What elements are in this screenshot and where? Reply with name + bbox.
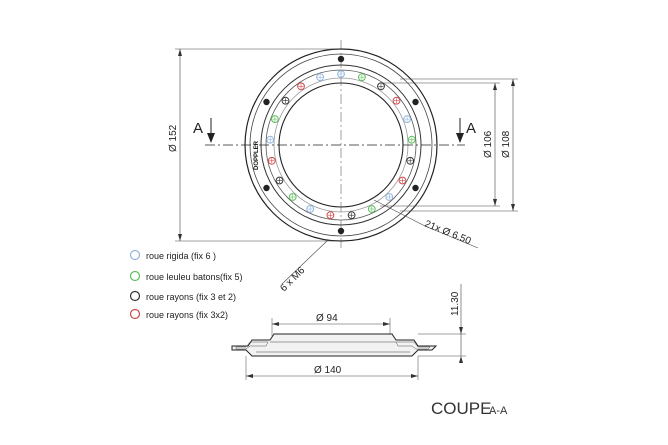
bolt-hole bbox=[406, 156, 415, 165]
dim-140-arrow-right bbox=[411, 374, 418, 378]
dim-106-arrow-bottom bbox=[493, 199, 497, 206]
bolt-hole bbox=[288, 193, 297, 201]
legend-label-rayons-3-2: roue rayons (fix 3 et 2) bbox=[146, 292, 236, 302]
bolt-holes bbox=[266, 70, 416, 220]
bolt-hole bbox=[347, 211, 356, 220]
bolt-hole bbox=[271, 115, 279, 123]
bolt-hole bbox=[337, 70, 345, 78]
bolt-hole bbox=[385, 193, 394, 201]
bolt-hole bbox=[267, 156, 276, 165]
section-hatch-left bbox=[235, 341, 269, 350]
bolt-hole bbox=[326, 211, 335, 220]
dim-106-label: Ø 106 bbox=[483, 130, 494, 158]
section-title-sub: A-A bbox=[489, 405, 508, 417]
holes-leader-end bbox=[424, 225, 479, 249]
bolt-hole bbox=[316, 73, 325, 82]
holes-label: 21x Ø 6.50 bbox=[423, 219, 473, 248]
dim-152-arrow-bottom bbox=[178, 234, 182, 241]
legend-label-rigida: roue rigida (fix 6 ) bbox=[146, 251, 216, 261]
section-hatch-right bbox=[395, 341, 431, 350]
m6-hole bbox=[337, 55, 345, 63]
legend-label-batons: roue leuleu batons(fix 5) bbox=[146, 272, 243, 282]
section-profile bbox=[231, 333, 438, 357]
section-arrowhead-left bbox=[207, 133, 215, 143]
bolt-hole bbox=[281, 96, 290, 105]
thread-leader bbox=[281, 239, 329, 285]
dim-108-label: Ø 108 bbox=[501, 130, 512, 158]
m6-holes bbox=[263, 55, 419, 235]
bolt-hole bbox=[403, 115, 412, 123]
dim-152-arrow-top bbox=[178, 49, 182, 56]
m6-hole bbox=[263, 184, 270, 192]
bolt-hole bbox=[358, 73, 366, 82]
brand-logo: DOPPLER bbox=[254, 140, 260, 170]
section-view: Ø 94 Ø 140 11.30 bbox=[231, 284, 466, 380]
section-letter-left: A bbox=[193, 120, 203, 137]
thread-label: 6 x M6 bbox=[278, 265, 307, 294]
plan-view: A A DOPPLER Ø 152 Ø 106 Ø 108 21x Ø 6.50 bbox=[168, 40, 518, 294]
m6-hole bbox=[412, 98, 419, 106]
holes-leader bbox=[373, 199, 426, 227]
dim-height-arrow-top bbox=[459, 327, 463, 334]
bolt-hole bbox=[275, 176, 284, 185]
bolt-hole bbox=[266, 135, 275, 144]
dim-140-arrow-left bbox=[246, 374, 253, 378]
bolt-hole bbox=[392, 96, 401, 105]
m6-hole bbox=[337, 227, 345, 235]
section-arrowhead-right bbox=[456, 133, 464, 143]
legend-marker-rayons-3x2 bbox=[129, 308, 141, 320]
dim-94-arrow-left bbox=[272, 322, 279, 326]
dim-94-arrow-right bbox=[383, 322, 390, 326]
m6-hole bbox=[263, 98, 270, 106]
dim-height-arrow-bottom bbox=[459, 356, 463, 363]
legend: roue rigida (fix 6 ) roue leuleu batons(… bbox=[129, 249, 243, 320]
bolt-hole bbox=[306, 205, 315, 213]
dim-106-arrow-top bbox=[493, 83, 497, 90]
legend-marker-batons bbox=[129, 270, 141, 282]
bolt-hole bbox=[398, 176, 407, 185]
dim-152-label: Ø 152 bbox=[168, 124, 179, 152]
bolt-hole bbox=[297, 82, 305, 91]
dim-94-label: Ø 94 bbox=[316, 313, 338, 324]
bolt-hole bbox=[407, 135, 416, 144]
m6-hole bbox=[412, 184, 419, 192]
bolt-hole bbox=[367, 205, 376, 213]
dim-140-label: Ø 140 bbox=[314, 365, 342, 376]
dim-108-arrow-top bbox=[511, 79, 515, 86]
legend-label-rayons-3x2: roue rayons (fix 3x2) bbox=[146, 310, 228, 320]
dim-108-arrow-bottom bbox=[511, 204, 515, 211]
legend-marker-rayons-3-2 bbox=[129, 290, 141, 302]
section-letter-right: A bbox=[466, 120, 476, 137]
legend-marker-rigida bbox=[129, 249, 141, 261]
dim-height-label: 11.30 bbox=[450, 291, 461, 316]
section-title: COUPE bbox=[431, 399, 491, 418]
